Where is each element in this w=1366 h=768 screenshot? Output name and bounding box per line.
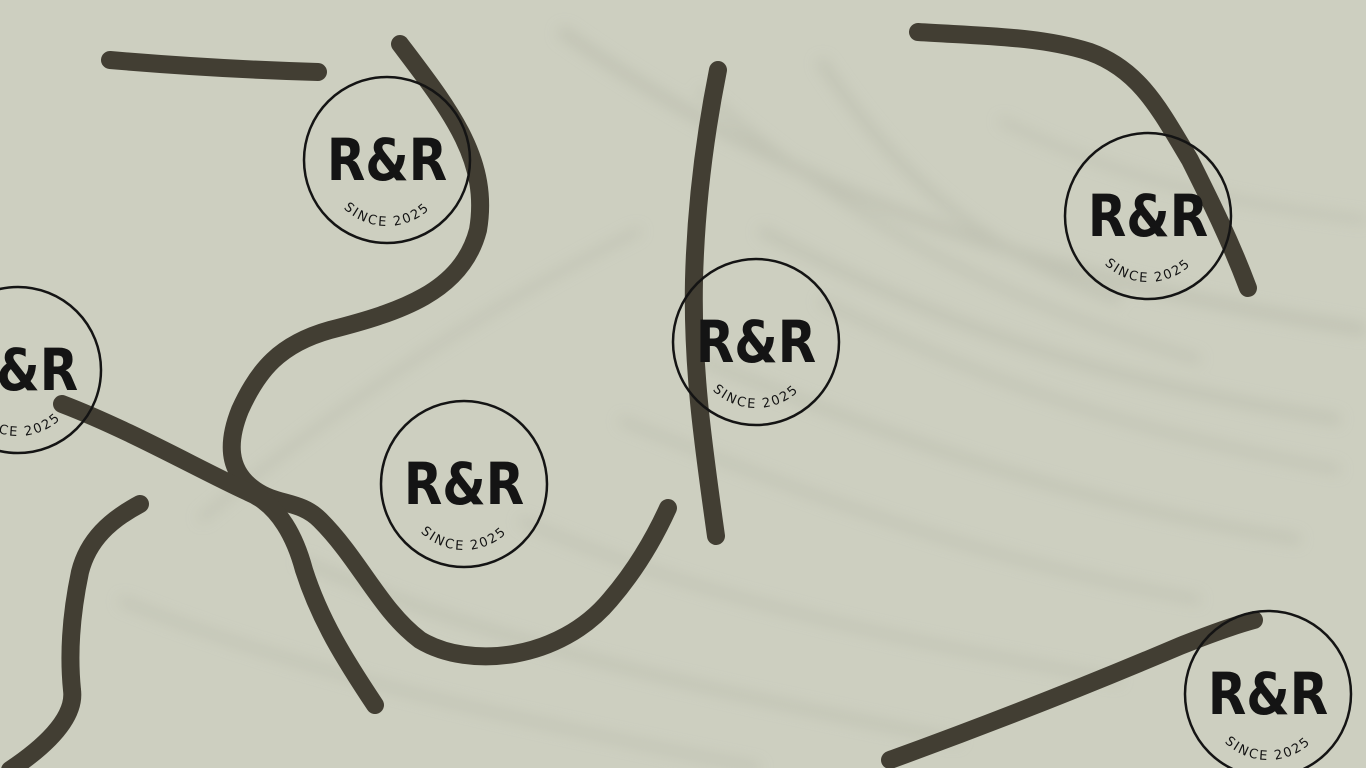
badge-ring <box>671 257 841 427</box>
badge-title: R&R <box>696 308 816 376</box>
badge-ring <box>0 285 103 455</box>
brush-stroke <box>909 23 1257 297</box>
rr-badge: R&R SINCE 2025 <box>379 399 549 569</box>
brush-stroke <box>881 611 1263 768</box>
badge-ring <box>302 75 472 245</box>
badge-ring <box>1063 131 1233 301</box>
badge-subtitle: SINCE 2025 <box>418 524 510 554</box>
badge-ring <box>1183 609 1353 768</box>
badge-title: R&R <box>1208 660 1328 728</box>
badge-title: R&R <box>1088 182 1208 250</box>
brush-stroke <box>101 51 327 81</box>
brush-strokes <box>1 23 1263 768</box>
badge-subtitle: SINCE 2025 <box>1222 734 1314 764</box>
badge-subtitle: SINCE 2025 <box>341 200 433 230</box>
badge-title: R&R <box>327 126 447 194</box>
brush-stroke <box>1 495 149 768</box>
badge-subtitle: SINCE 2025 <box>0 410 64 440</box>
rr-badge: R&R SINCE 2025 <box>302 75 472 245</box>
badge-ring <box>379 399 549 569</box>
rr-badge: R&R SINCE 2025 <box>0 285 103 455</box>
rr-badge: R&R SINCE 2025 <box>1183 609 1353 768</box>
badge-title: R&R <box>0 336 78 404</box>
brush-stroke <box>684 61 727 545</box>
brush-stroke <box>53 395 384 714</box>
badge-title: R&R <box>404 450 524 518</box>
